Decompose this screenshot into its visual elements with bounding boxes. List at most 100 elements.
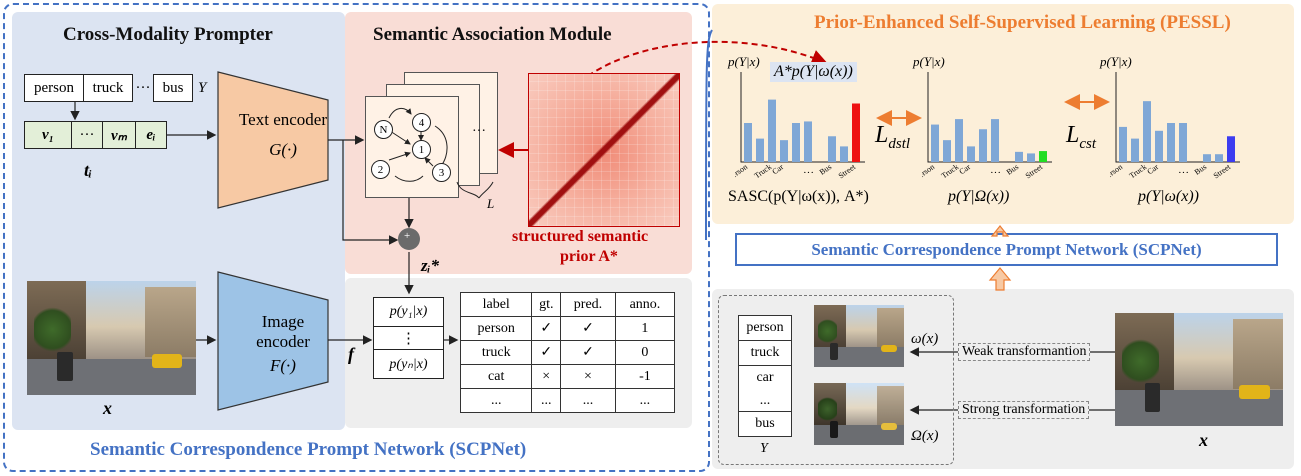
graph-node-n-label: N xyxy=(379,123,388,136)
weak-augmented-image xyxy=(814,305,904,367)
weak-transformation-label: Weak transformantion xyxy=(958,343,1091,361)
chart1-inset-label: A*p(Y|ω(x)) xyxy=(770,62,857,82)
aug-label-person: person xyxy=(738,315,792,341)
chart3-bar-4 xyxy=(1167,123,1175,162)
strong-output-var: Ω(x) xyxy=(911,428,939,444)
table-cell: ... xyxy=(560,388,616,413)
cross-modality-prompter-title: Cross-Modality Prompter xyxy=(63,24,273,45)
label-ellipsis: ··· xyxy=(135,79,151,96)
token-ei: eᵢ xyxy=(135,121,167,149)
depth-brace xyxy=(456,181,494,199)
graph-stack-ellipsis: ··· xyxy=(472,124,486,139)
augment-label-frame xyxy=(718,295,954,465)
chart1-tick-label: Truck xyxy=(753,162,774,180)
table-row: cat × × -1 xyxy=(459,364,676,389)
chart2-bar-3 xyxy=(967,146,975,162)
chart2-bar-7 xyxy=(1015,151,1023,162)
graph-node-4: 4 xyxy=(412,113,431,132)
scpnet-bottom-title: Semantic Correspondence Prompt Network (… xyxy=(90,439,527,460)
graph-node-1-label: 1 xyxy=(418,143,425,156)
chart2-ylabel: p(Y|x) xyxy=(913,54,945,69)
aug-label-truck: truck xyxy=(738,340,792,366)
chart3-bar-5 xyxy=(1179,123,1187,162)
chart2-tick-label: ··· xyxy=(990,167,1001,179)
label-person: person xyxy=(24,74,84,102)
chart3-bar-9 xyxy=(1227,136,1235,162)
chart3-bar-7 xyxy=(1203,154,1211,162)
table-cell: ✓ xyxy=(531,316,562,341)
strong-augmented-image xyxy=(814,383,904,445)
token-vector-var: tᵢ xyxy=(84,160,93,180)
chart1-bar-4 xyxy=(792,123,800,162)
table-cell: ✓ xyxy=(560,340,616,365)
graph-node-n: N xyxy=(374,120,393,139)
aug-label-ellipsis: ... xyxy=(738,390,792,412)
result-header-label: label xyxy=(459,292,533,317)
chart1-bar-9 xyxy=(852,103,860,162)
chart2-tick-label: Street xyxy=(1024,162,1045,181)
table-cell: person xyxy=(459,316,533,341)
table-row: person ✓ ✓ 1 xyxy=(459,316,676,341)
pessl-title: Prior-Enhanced Self-Supervised Learning … xyxy=(814,12,1231,33)
chart3-tick-label: Truck xyxy=(1128,162,1149,180)
input-street-image xyxy=(27,281,196,395)
chart1-bar-8 xyxy=(840,146,848,162)
label-set-var: Y xyxy=(198,80,207,96)
chart2-caption: p(Y|Ω(x)) xyxy=(948,188,1010,205)
token-ellipsis: ··· xyxy=(71,121,103,149)
prob-box-mid: ⋮ xyxy=(373,326,444,350)
table-cell: × xyxy=(531,364,562,389)
image-encoder-name: Image encoder xyxy=(256,312,310,351)
result-table-header: label gt. pred. anno. xyxy=(459,292,676,317)
text-encoder-shape xyxy=(217,71,329,209)
table-cell: 0 xyxy=(614,340,676,365)
graph-node-3: 3 xyxy=(432,163,451,182)
loss-cst-sub: cst xyxy=(1079,135,1097,152)
result-header-anno: anno. xyxy=(614,292,676,317)
table-row: ... ... ... ... xyxy=(459,388,676,413)
chart3-tick-label: Person xyxy=(1110,162,1124,182)
graph-node-3-label: 3 xyxy=(438,166,445,179)
table-row: truck ✓ ✓ 0 xyxy=(459,340,676,365)
chart1-bar-1 xyxy=(756,138,764,162)
image-encoder-func: F(·) xyxy=(270,356,296,375)
chart3-tick-label: Bus xyxy=(1193,162,1208,177)
label-truck: truck xyxy=(83,74,133,102)
chart2-tick-label: Person xyxy=(922,162,936,182)
chart2-axes xyxy=(927,72,1052,163)
chart3-tick-label: Car xyxy=(1146,162,1161,176)
graph-node-2: 2 xyxy=(371,160,390,179)
chart3-ylabel: p(Y|x) xyxy=(1100,54,1132,69)
chart2-bar-5 xyxy=(991,119,999,162)
chart3-tick-label: Street xyxy=(1212,162,1233,181)
text-encoder-func: G(·) xyxy=(269,140,297,159)
chart3-bar-3 xyxy=(1155,130,1163,162)
chart1-bar-3 xyxy=(780,140,788,162)
chart1-ylabel: p(Y|x) xyxy=(728,54,760,69)
chart1-tick-label: Person xyxy=(735,162,749,182)
pessl-panel xyxy=(712,4,1294,224)
chart3-bar-8 xyxy=(1215,154,1223,162)
graph-node-2-label: 2 xyxy=(377,163,384,176)
chart2-bar-2 xyxy=(955,119,963,162)
image-encoder-shape xyxy=(217,271,329,411)
chart1-inset-text: A*p(Y|ω(x)) xyxy=(774,63,853,80)
chart1-tick-label: Street xyxy=(837,162,858,181)
table-cell: ... xyxy=(614,388,676,413)
table-cell: -1 xyxy=(614,364,676,389)
aug-label-car: car xyxy=(738,365,792,391)
loss-cst: Lcst xyxy=(1066,122,1096,153)
prior-label-line1: structured semantic xyxy=(512,228,649,245)
plus-node-symbol: + xyxy=(404,230,411,242)
z-var: zᵢ* xyxy=(421,256,439,275)
aug-label-var: Y xyxy=(760,441,768,456)
loss-cst-main: L xyxy=(1066,122,1080,148)
chart1-bar-5 xyxy=(804,121,812,162)
label-bus: bus xyxy=(153,74,193,102)
chart3-bar-1 xyxy=(1131,138,1139,162)
table-cell: truck xyxy=(459,340,533,365)
feature-var: f xyxy=(348,344,354,364)
chart1-bar-7 xyxy=(828,136,836,162)
